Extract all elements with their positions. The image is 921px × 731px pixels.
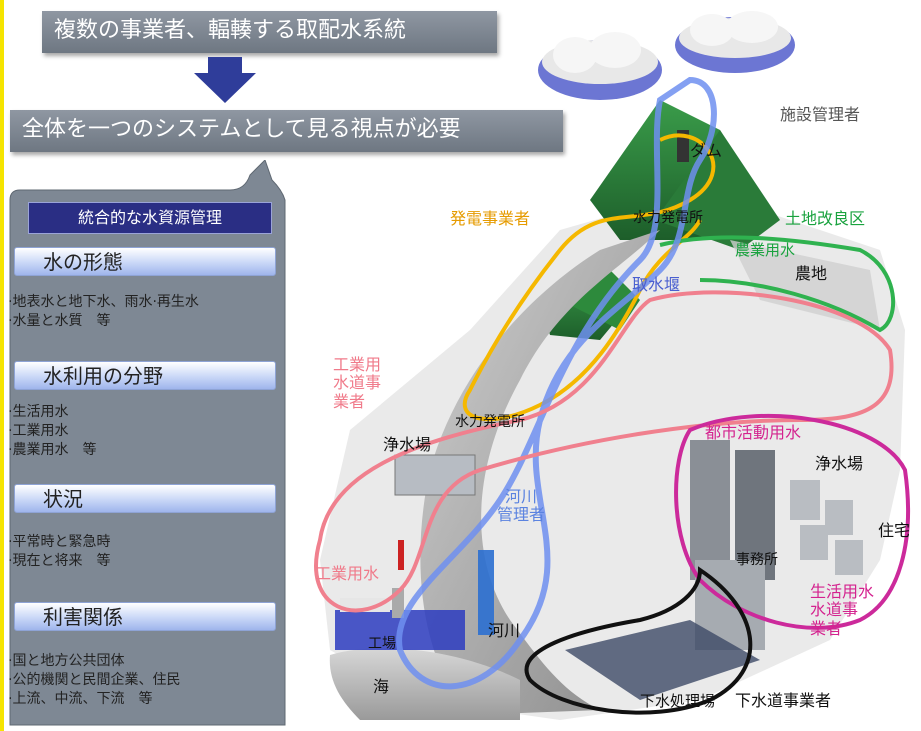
label-facility-manager: 施設管理者 — [780, 105, 861, 124]
section-heading-stakeholders: 利害関係 — [14, 602, 276, 631]
list-item: ·上流、中流、下流 等 — [8, 691, 153, 707]
label-sea: 海 — [373, 677, 390, 696]
label-intake-weir: 取水堰 — [632, 275, 681, 294]
river-manager-route — [396, 76, 717, 690]
section-items-water-use: ·生活用水 ·工業用水 ·農業用水 等 — [8, 403, 283, 460]
label-industrial-water: 工業用水 — [315, 564, 380, 583]
farmland-area — [730, 240, 880, 330]
sewage-plant-area — [565, 620, 760, 700]
list-item: ·工業用水 — [8, 423, 69, 439]
domestic-route — [674, 413, 910, 630]
section-items-stakeholders: ·国と地方公共団体 ·公的機関と民間企業、住民 ·上流、中流、下流 等 — [8, 652, 283, 709]
label-agri-water: 農業用水 — [735, 241, 796, 259]
city-buildings — [690, 440, 863, 650]
label-hydro-plant: 水力発電所 — [633, 210, 703, 226]
label-industrial-water-operator: 工業用 水道事 業者 — [333, 355, 382, 411]
label-domestic-water-operator: 生活用水 水道事 業者 — [810, 582, 875, 638]
label-residence: 住宅 — [878, 521, 911, 540]
intake-tower — [478, 550, 494, 635]
label-urban-water: 都市活動用水 — [705, 423, 802, 442]
section-heading-water-use: 水利用の分野 — [14, 361, 276, 390]
list-item: ·平常時と緊急時 — [8, 534, 111, 550]
mountain-range — [540, 100, 780, 340]
top-banner: 複数の事業者、輻輳する取配水系統 — [42, 11, 497, 53]
sewer-route — [524, 566, 753, 715]
label-purification-plant-left: 浄水場 — [383, 435, 432, 454]
list-item: ·地表水と地下水、雨水·再生水 — [8, 294, 199, 310]
section-items-water-form: ·地表水と地下水、雨水·再生水 ·水量と水質 等 — [8, 293, 283, 331]
section-heading-situation: 状況 — [14, 484, 276, 513]
cloud-left — [538, 32, 662, 100]
cloud-right — [675, 11, 795, 73]
label-farmland: 農地 — [795, 264, 828, 283]
purification-plant-left — [394, 454, 476, 496]
label-office: 事務所 — [736, 552, 778, 568]
left-accent-bar — [0, 0, 4, 731]
list-item: ·国と地方公共団体 — [8, 653, 125, 669]
label-power-company: 発電事業者 — [450, 209, 531, 228]
power-route — [462, 133, 716, 422]
label-sewerage-operator: 下水道事業者 — [735, 691, 832, 710]
panel-background — [9, 160, 286, 726]
panel-title: 統合的な水資源管理 — [28, 202, 272, 234]
list-item: ·水量と水質 等 — [8, 313, 111, 329]
label-sewage-plant: 下水処理場 — [640, 692, 716, 710]
list-item: ·現在と将来 等 — [8, 553, 111, 569]
label-land-improvement: 土地改良区 — [785, 209, 866, 228]
middle-banner: 全体を一つのシステムとして見る視点が必要 — [10, 110, 563, 152]
industrial-route — [314, 290, 894, 613]
sea-area — [329, 648, 520, 720]
list-item: ·公的機関と民間企業、住民 — [8, 672, 181, 688]
section-heading-water-form: 水の形態 — [14, 247, 276, 276]
list-item: ·生活用水 — [8, 404, 69, 420]
section-items-situation: ·平常時と緊急時 ·現在と将来 等 — [8, 533, 283, 571]
label-dam: ダム — [690, 141, 723, 160]
list-item: ·農業用水 等 — [8, 442, 97, 458]
label-factory: 工場 — [368, 636, 396, 652]
down-arrow-icon — [194, 57, 256, 103]
label-purification-plant-right: 浄水場 — [815, 454, 864, 473]
agri-route — [659, 235, 895, 333]
label-river: 河川 — [488, 621, 521, 640]
label-hydro-plant-lower: 水力発電所 — [455, 414, 525, 430]
label-river-manager: 河川 管理者 — [497, 487, 546, 525]
